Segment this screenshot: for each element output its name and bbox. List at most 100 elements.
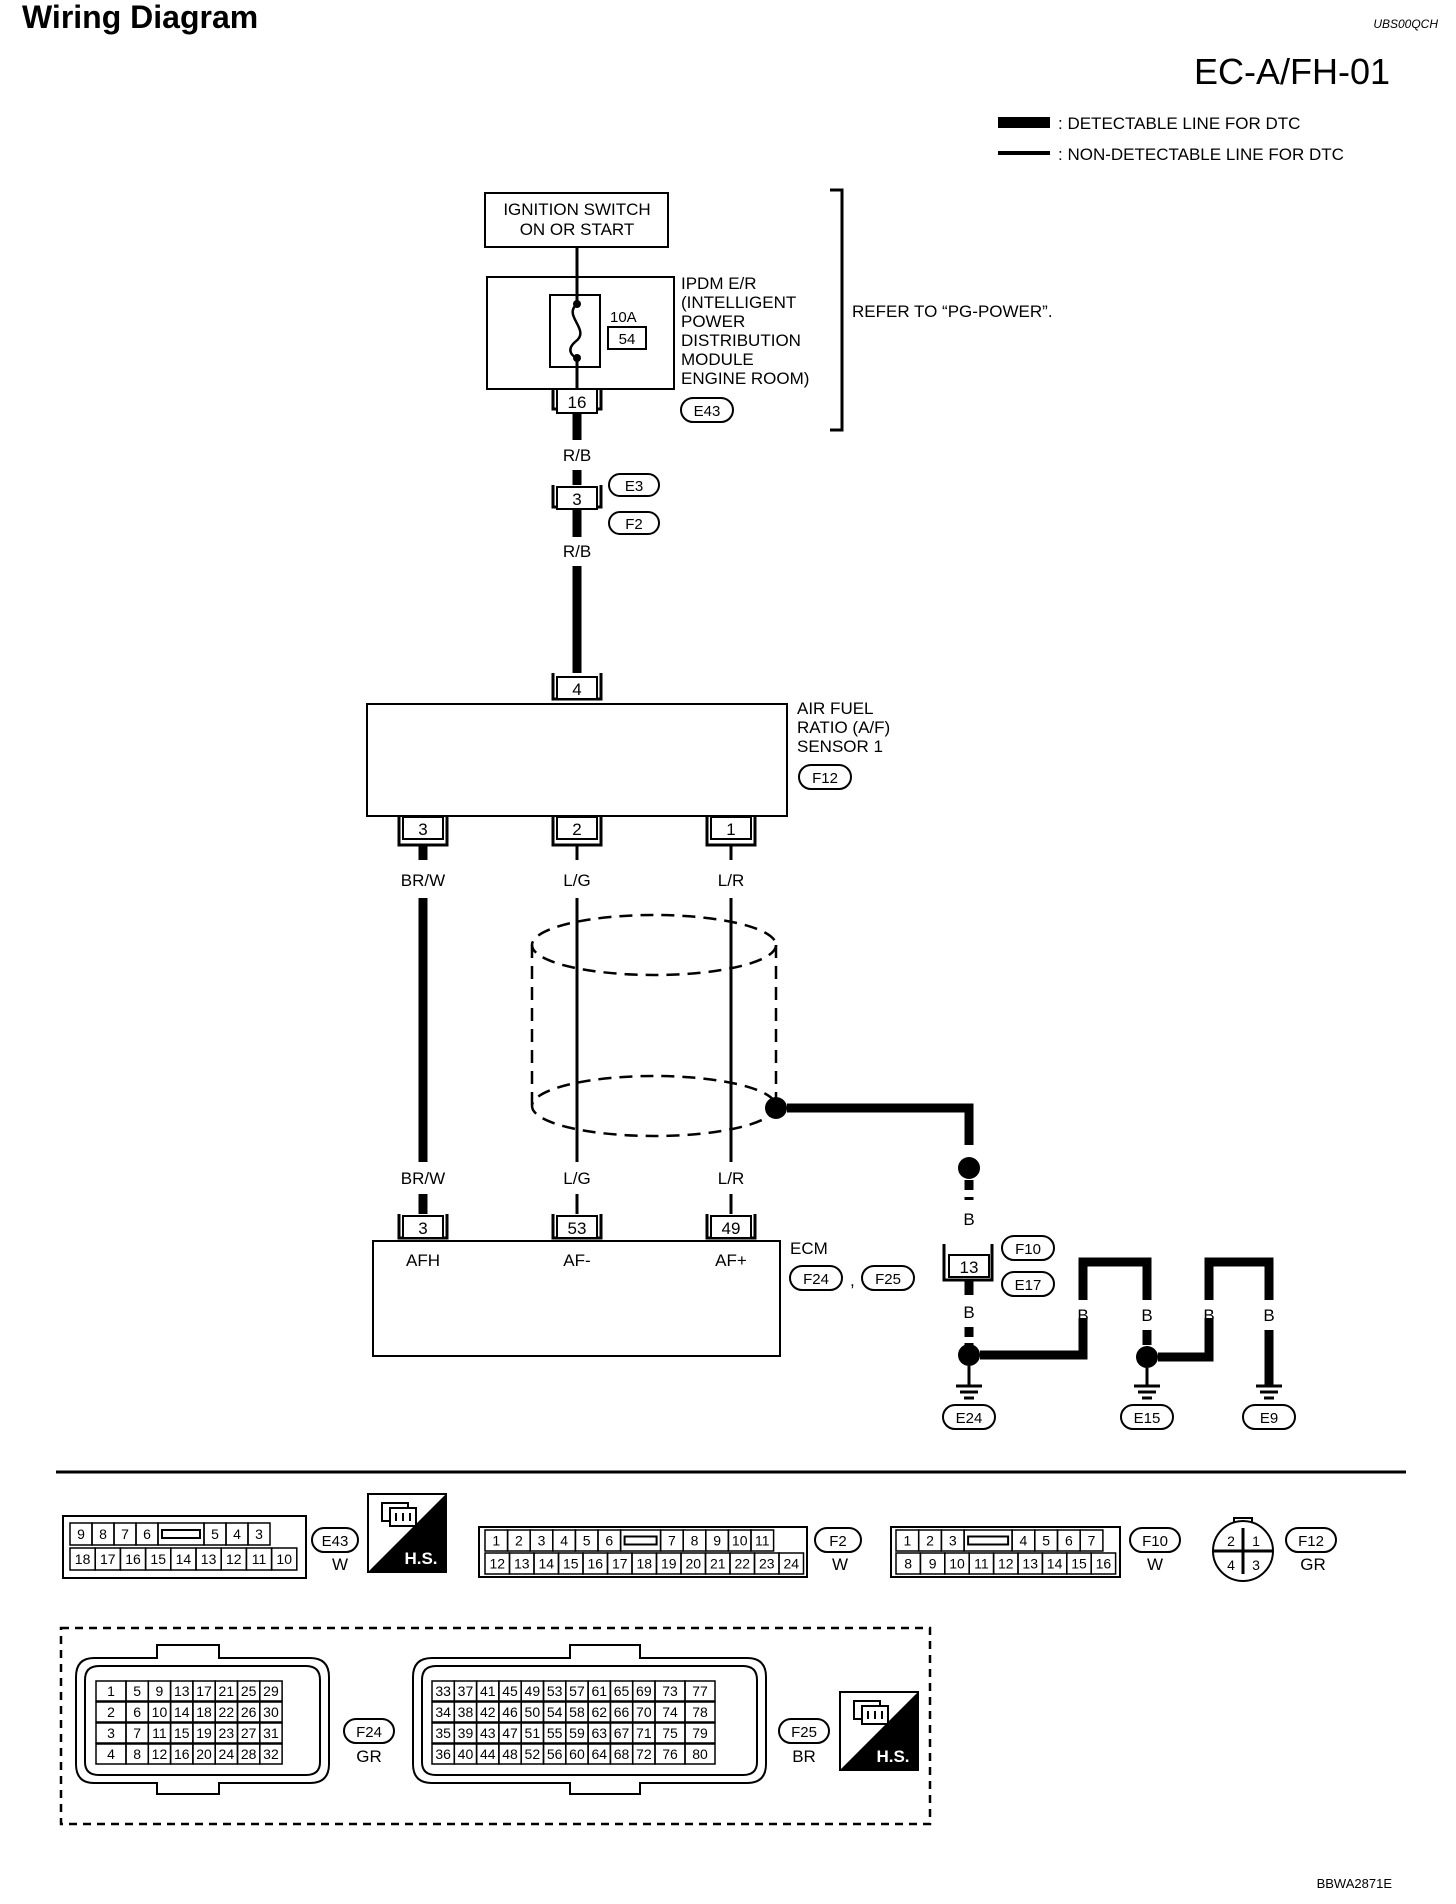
pin-number: 10 bbox=[276, 1551, 292, 1567]
ipdm-connector-badge: E43 bbox=[680, 397, 734, 423]
pin-number: 11 bbox=[252, 1551, 267, 1567]
pin-number: 47 bbox=[502, 1725, 518, 1741]
pin-number: 4 bbox=[1020, 1533, 1028, 1549]
pin-number: 66 bbox=[614, 1704, 630, 1720]
pin-number: 26 bbox=[241, 1704, 257, 1720]
pin-number: 29 bbox=[263, 1683, 279, 1699]
fuse-number: 54 bbox=[619, 331, 636, 348]
svg-text:E43: E43 bbox=[694, 403, 721, 420]
pin-number: 12 bbox=[489, 1556, 505, 1572]
pin-cell bbox=[684, 1701, 716, 1723]
pin-number: 11 bbox=[152, 1725, 167, 1741]
pin-number: 53 bbox=[547, 1683, 563, 1699]
wire-label-lr-bottom: L/R bbox=[718, 1169, 744, 1188]
svg-text:GR: GR bbox=[1300, 1555, 1326, 1574]
pin-number: 27 bbox=[241, 1725, 257, 1741]
pin-number: 36 bbox=[435, 1746, 451, 1762]
pin-number: 11 bbox=[755, 1533, 770, 1549]
pin-number: 65 bbox=[614, 1683, 630, 1699]
svg-text:F12: F12 bbox=[1298, 1533, 1324, 1550]
pin-cell bbox=[157, 1522, 205, 1546]
pin-number: 77 bbox=[692, 1683, 708, 1699]
connector-icon bbox=[381, 1502, 417, 1527]
key-slot bbox=[967, 1535, 1010, 1546]
ground-joint-f10-e17: 13 F10 E17 bbox=[942, 1235, 1055, 1297]
non-detectable-line-swatch bbox=[998, 151, 1050, 155]
pin-number: 4 bbox=[107, 1746, 115, 1762]
pin-number: 13 bbox=[1022, 1556, 1038, 1572]
pin-number: 17 bbox=[196, 1683, 212, 1699]
pin-number: 14 bbox=[174, 1704, 190, 1720]
wire-label-brw-top: BR/W bbox=[401, 871, 445, 890]
wire-label-lr-top: L/R bbox=[718, 871, 744, 890]
pin-number: 69 bbox=[636, 1683, 652, 1699]
pin-number: 22 bbox=[219, 1704, 235, 1720]
pin-number: 5 bbox=[583, 1533, 591, 1549]
pin-number: 33 bbox=[435, 1683, 451, 1699]
pin-number: 80 bbox=[692, 1746, 708, 1762]
pin-number: 18 bbox=[196, 1704, 212, 1720]
legend-detectable: : DETECTABLE LINE FOR DTC bbox=[1058, 114, 1300, 133]
pin-number: 3 bbox=[255, 1526, 263, 1542]
svg-text:2: 2 bbox=[572, 820, 581, 839]
pin-number: 48 bbox=[502, 1746, 518, 1762]
pin-cell bbox=[259, 1743, 283, 1765]
ignition-switch: IGNITION SWITCH ON OR START bbox=[484, 192, 669, 248]
svg-text:IPDM E/R: IPDM E/R bbox=[681, 274, 757, 293]
figure-code: BBWA2871E bbox=[1317, 1876, 1393, 1891]
legend: : DETECTABLE LINE FOR DTC : NON-DETECTAB… bbox=[998, 114, 1344, 164]
pin-number: 12 bbox=[152, 1746, 168, 1762]
svg-text:3: 3 bbox=[418, 1219, 427, 1238]
pin-number: 45 bbox=[502, 1683, 518, 1699]
connector-icon bbox=[853, 1700, 889, 1725]
af-sensor-label: AIR FUEL RATIO (A/F) SENSOR 1 F12 bbox=[797, 699, 890, 790]
svg-text:53: 53 bbox=[568, 1219, 587, 1238]
pin-number: 63 bbox=[591, 1725, 607, 1741]
pin-number: 12 bbox=[998, 1556, 1014, 1572]
wire-label-lg-bottom: L/G bbox=[563, 1169, 590, 1188]
pin-cell bbox=[1090, 1552, 1117, 1575]
svg-text:(INTELLIGENT: (INTELLIGENT bbox=[681, 293, 796, 312]
pin-number: 79 bbox=[692, 1725, 708, 1741]
svg-text:E43: E43 bbox=[322, 1533, 349, 1550]
pin-number: 1 bbox=[903, 1533, 911, 1549]
pin-number: 23 bbox=[759, 1556, 775, 1572]
pin-number: 76 bbox=[662, 1746, 678, 1762]
svg-text:E15: E15 bbox=[1134, 1410, 1161, 1427]
pin-number: 70 bbox=[636, 1704, 652, 1720]
svg-text:49: 49 bbox=[722, 1219, 741, 1238]
pin-number: 57 bbox=[569, 1683, 585, 1699]
pin-number: 2 bbox=[107, 1704, 115, 1720]
svg-text:W: W bbox=[832, 1555, 848, 1574]
ecm-connectors-frame bbox=[59, 1626, 932, 1826]
ecm-connector-badges: F24 , F25 bbox=[789, 1265, 915, 1291]
sensor-pin-2: 2 bbox=[551, 816, 603, 847]
pin-number: 44 bbox=[480, 1746, 496, 1762]
wire-label-b-1: B bbox=[1077, 1306, 1088, 1325]
pin-number: 13 bbox=[514, 1556, 530, 1572]
pin-number: 67 bbox=[614, 1725, 630, 1741]
svg-text:POWER: POWER bbox=[681, 312, 745, 331]
shield bbox=[530, 913, 778, 1138]
pin-number: 15 bbox=[563, 1556, 579, 1572]
sensor-pin-4: 4 bbox=[551, 673, 603, 701]
pin-cell bbox=[259, 1701, 283, 1723]
ecm-box bbox=[372, 1240, 781, 1357]
legend-non-detectable: : NON-DETECTABLE LINE FOR DTC bbox=[1058, 145, 1344, 164]
ipdm-label: IPDM E/R (INTELLIGENT POWER DISTRIBUTION… bbox=[681, 274, 809, 388]
pin-number: 17 bbox=[100, 1551, 116, 1567]
pin-number: 8 bbox=[691, 1533, 699, 1549]
key-slot bbox=[623, 1535, 658, 1546]
pin-number: 78 bbox=[692, 1704, 708, 1720]
pin-number: 17 bbox=[612, 1556, 628, 1572]
svg-text:F10: F10 bbox=[1015, 1241, 1041, 1258]
pin-number: 23 bbox=[219, 1725, 235, 1741]
key-slot bbox=[161, 1529, 201, 1539]
pin-number: 71 bbox=[636, 1725, 652, 1741]
pin-number: 21 bbox=[219, 1683, 235, 1699]
svg-text:ON OR START: ON OR START bbox=[520, 220, 635, 239]
svg-text:H.S.: H.S. bbox=[876, 1747, 909, 1766]
svg-text:AIR FUEL: AIR FUEL bbox=[797, 699, 874, 718]
